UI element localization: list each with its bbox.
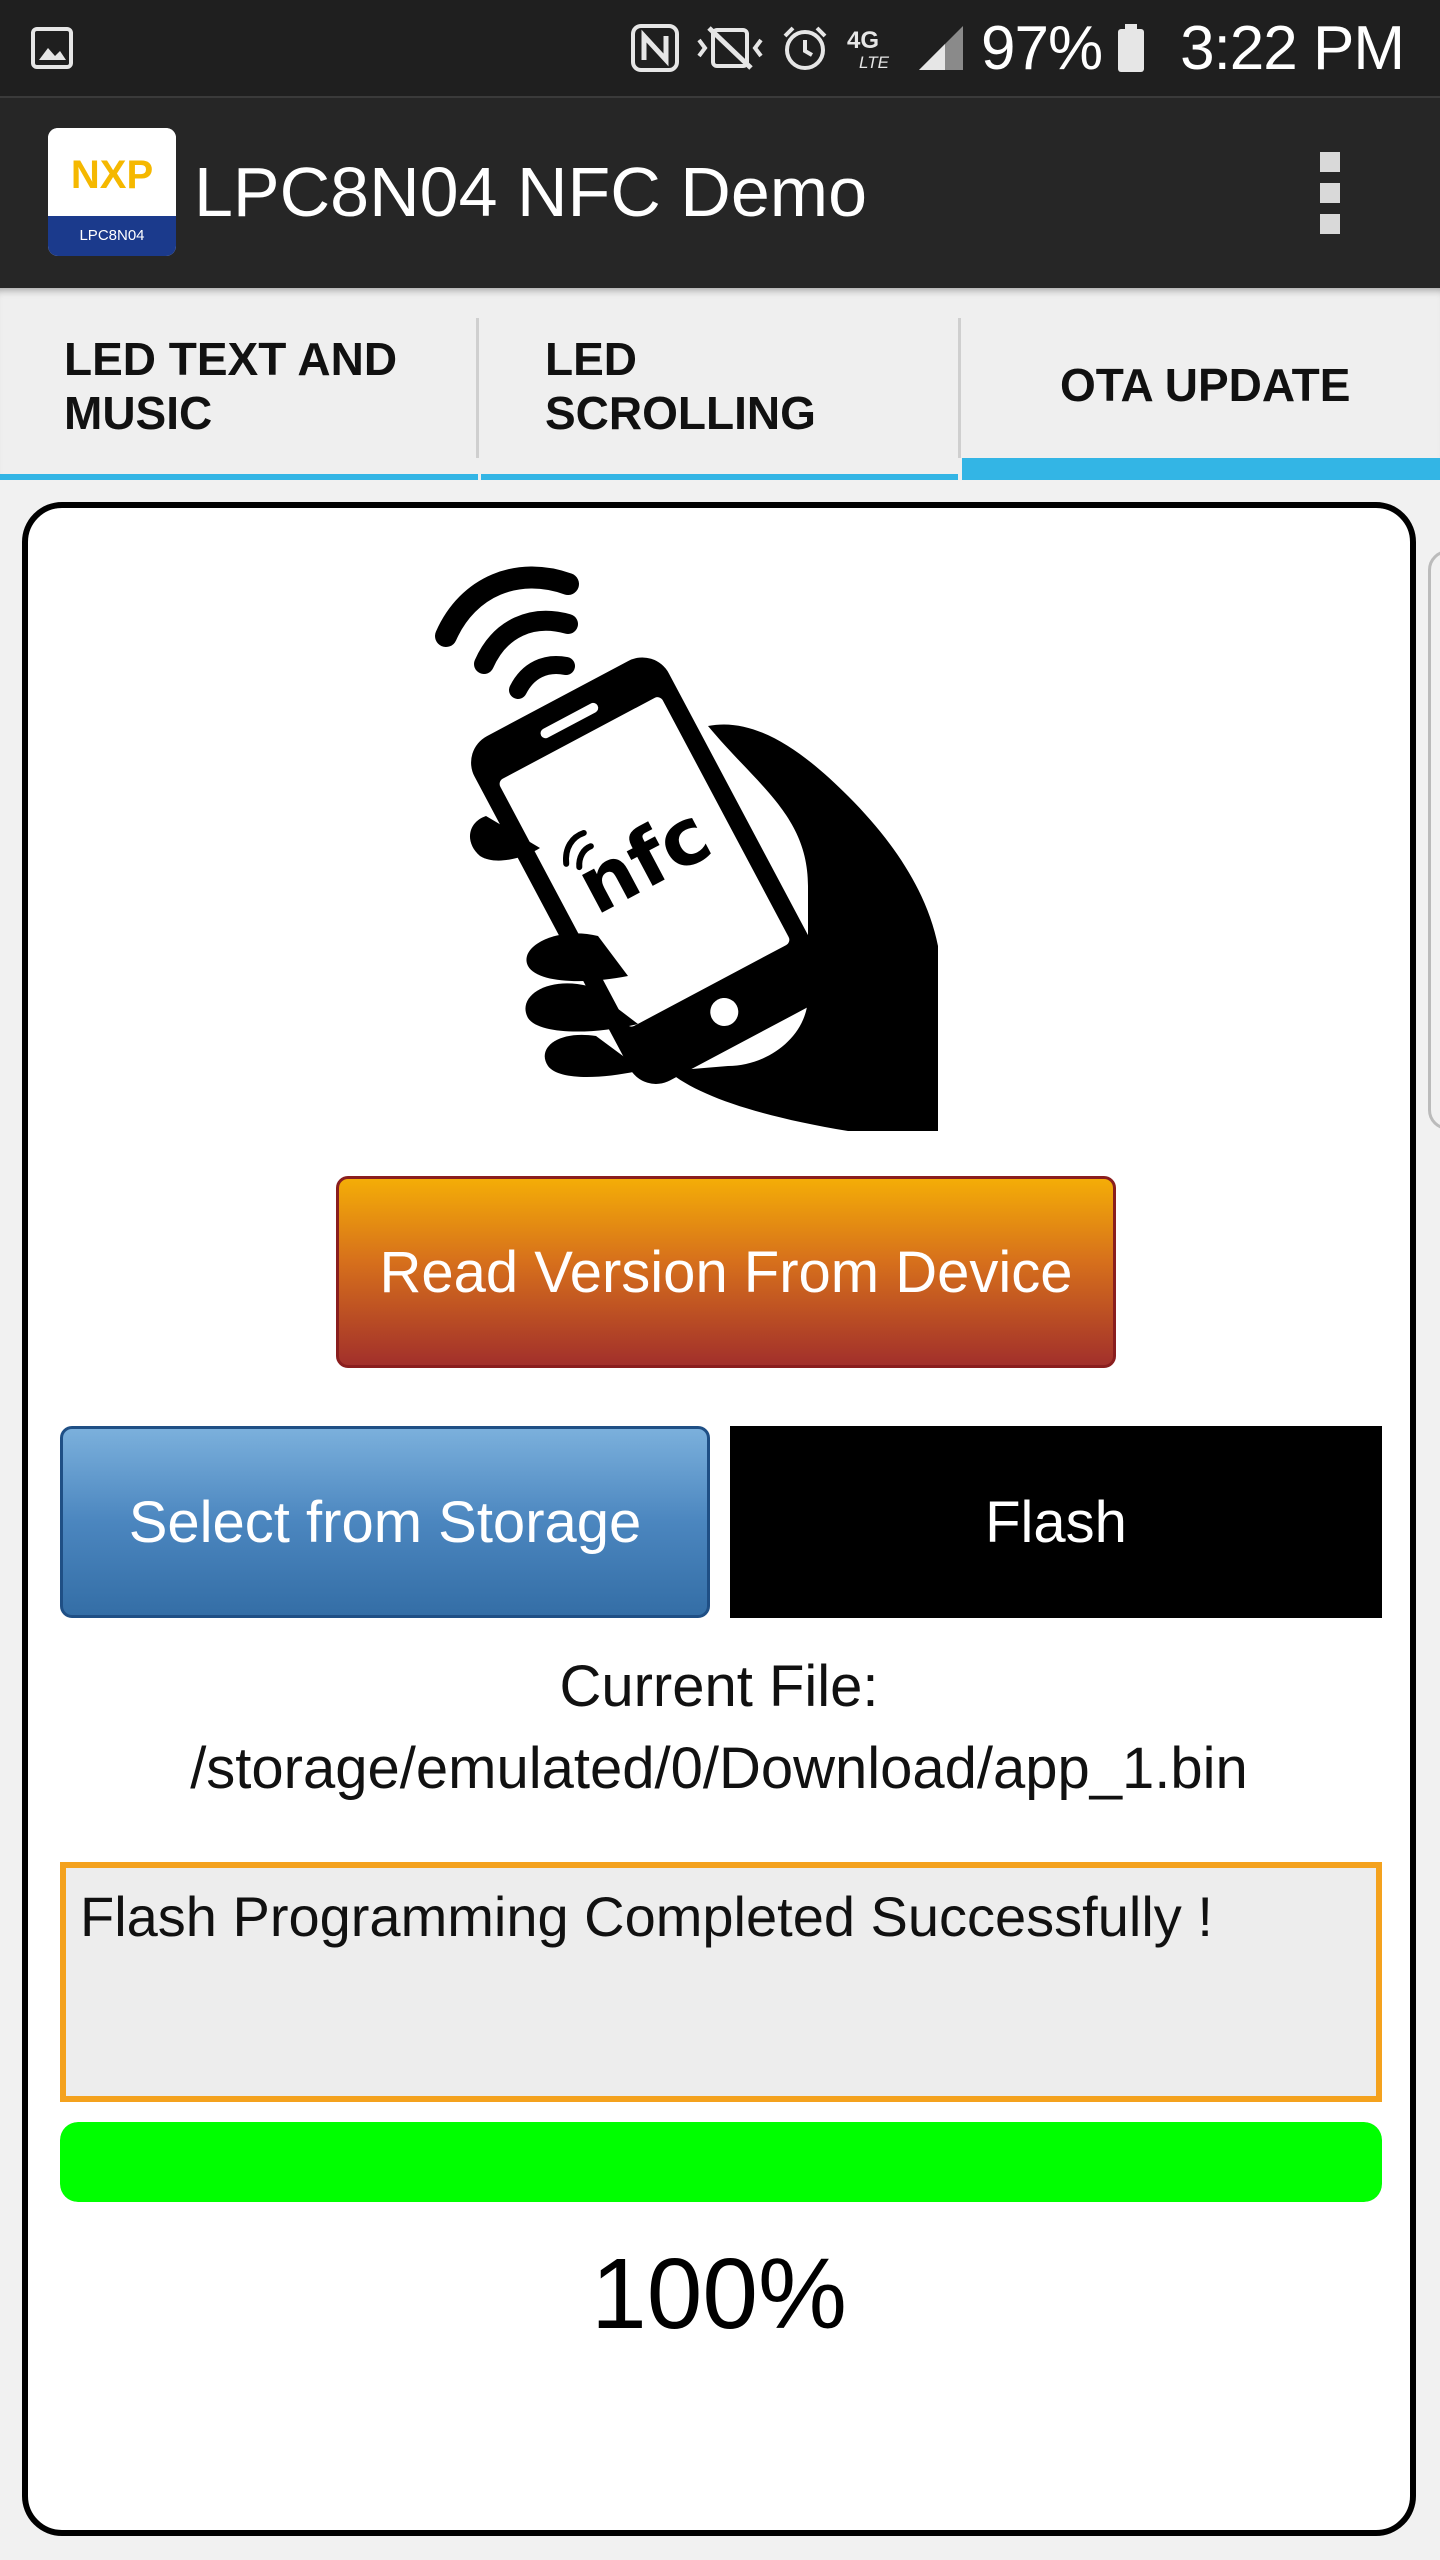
ota-card: nfc Read Version From Device Select from… <box>22 502 1416 2536</box>
battery-percent: 97% <box>981 13 1103 83</box>
action-bar: NXP LPC8N04 LPC8N04 NFC Demo <box>0 96 1440 288</box>
nfc-phone-hand-icon: nfc <box>435 566 938 1131</box>
tab-ota-update[interactable]: OTA UPDATE <box>962 288 1440 480</box>
tab-led-scrolling[interactable]: LED SCROLLING <box>481 288 958 480</box>
status-bar: 4G LTE 97% 3:22 PM <box>0 0 1440 96</box>
overflow-menu-icon[interactable] <box>1310 152 1350 234</box>
app-title: LPC8N04 NFC Demo <box>194 153 867 231</box>
current-file-path: /storage/emulated/0/Download/app_1.bin <box>190 1736 1248 1801</box>
tab-label: LED SCROLLING <box>545 333 816 439</box>
read-version-button[interactable]: Read Version From Device <box>336 1176 1116 1368</box>
next-card-edge <box>1428 550 1440 1130</box>
svg-text:LTE: LTE <box>859 53 890 72</box>
battery-icon <box>1118 24 1145 72</box>
current-file-label: Current File: <box>559 1654 879 1719</box>
status-message-box: Flash Programming Completed Successfully… <box>60 1862 1382 2102</box>
progress-bar-fill <box>60 2122 1382 2202</box>
alarm-icon <box>783 26 827 70</box>
svg-text:4G: 4G <box>847 27 879 54</box>
flash-button[interactable]: Flash <box>730 1426 1382 1618</box>
lte-icon: 4G LTE <box>847 27 890 72</box>
nfc-icon <box>631 24 679 72</box>
nxp-logo: NXP <box>71 153 153 197</box>
tab-label: OTA UPDATE <box>1060 359 1351 411</box>
signal-icon <box>919 26 963 70</box>
current-file-info: Current File: /storage/emulated/0/Downlo… <box>28 1646 1410 1810</box>
status-icons: 4G LTE 97% 3:22 PM <box>629 0 1405 96</box>
progress-bar <box>60 2122 1382 2202</box>
gallery-icon <box>31 27 73 69</box>
tab-bar: LED TEXT AND MUSIC LED SCROLLING OTA UPD… <box>0 288 1440 480</box>
clock: 3:22 PM <box>1180 13 1405 83</box>
ota-update-page: nfc Read Version From Device Select from… <box>0 480 1440 2560</box>
tab-label: LED TEXT AND MUSIC <box>64 333 398 439</box>
progress-percent: 100% <box>591 2238 847 2350</box>
vibrate-icon <box>697 26 763 70</box>
logo-subtext: LPC8N04 <box>48 216 176 256</box>
select-from-storage-button[interactable]: Select from Storage <box>60 1426 710 1618</box>
app-logo: NXP LPC8N04 <box>48 128 176 256</box>
logo-text: NXP <box>71 153 153 197</box>
tab-led-text-and-music[interactable]: LED TEXT AND MUSIC <box>0 288 478 480</box>
status-message: Flash Programming Completed Successfully… <box>80 1885 1213 1948</box>
